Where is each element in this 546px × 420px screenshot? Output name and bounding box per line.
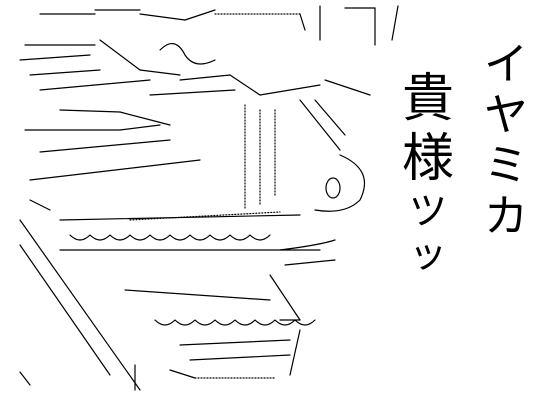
katakana-text-block: イ ヤ ミ カ 貴 様 ツ ッ	[390, 39, 530, 320]
art-stroke	[19, 371, 31, 386]
text-char: ミ	[484, 140, 528, 192]
text-char: 様	[401, 128, 454, 189]
art-stroke	[314, 99, 346, 136]
art-stroke	[119, 111, 171, 126]
text-char: イ	[484, 39, 528, 90]
art-stroke	[29, 69, 101, 76]
text-char: 貴	[401, 69, 454, 129]
text-char: カ	[484, 190, 528, 242]
text-char: ツ	[408, 188, 447, 233]
art-stroke	[189, 354, 291, 361]
art-stroke	[184, 9, 216, 21]
art-stroke	[69, 234, 271, 241]
text-column-left: 貴 様 ツ ッ	[398, 69, 458, 277]
art-stroke	[229, 74, 261, 96]
art-stroke	[314, 154, 366, 212]
art-stroke	[269, 274, 301, 321]
art-stroke	[29, 159, 201, 181]
nostril-shape	[325, 177, 341, 199]
art-stroke	[119, 124, 161, 131]
art-stroke	[149, 89, 236, 96]
art-stroke	[391, 5, 399, 41]
art-stroke	[19, 244, 111, 376]
art-stroke	[154, 319, 316, 326]
art-stroke	[159, 43, 216, 65]
art-stroke	[324, 79, 371, 96]
art-stroke	[169, 369, 196, 379]
art-stroke	[19, 54, 91, 61]
art-stroke	[139, 13, 186, 21]
art-stroke	[179, 74, 231, 81]
art-stroke	[299, 13, 306, 31]
art-stroke	[289, 329, 301, 376]
art-stroke	[99, 39, 141, 71]
art-stroke	[279, 239, 336, 251]
art-stroke	[284, 259, 336, 266]
text-char: ヤ	[484, 89, 528, 141]
art-stroke	[39, 79, 151, 91]
art-stroke	[299, 99, 341, 151]
art-stroke	[124, 289, 271, 301]
art-stroke	[29, 199, 51, 211]
text-column-right: イ ヤ ミ カ	[482, 39, 530, 242]
art-stroke	[19, 219, 141, 391]
art-stroke	[59, 214, 301, 221]
art-stroke	[139, 69, 181, 76]
art-stroke	[39, 139, 171, 153]
text-char: ッ	[408, 232, 447, 277]
art-stroke	[259, 84, 321, 96]
art-stroke	[129, 211, 281, 221]
art-stroke	[179, 339, 291, 346]
art-stroke	[59, 109, 121, 113]
